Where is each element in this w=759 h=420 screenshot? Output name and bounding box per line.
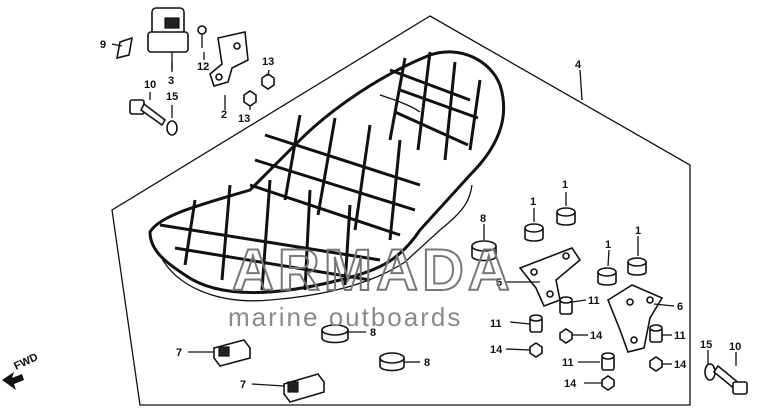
block-7-b (283, 373, 325, 403)
callout-15-lower: 15 (700, 339, 712, 351)
callout-13-upper: 13 (262, 56, 274, 68)
nut-14-d (601, 375, 615, 391)
cushion-8-c (379, 352, 405, 372)
callout-9: 9 (100, 39, 106, 51)
collar-11-c (649, 324, 663, 343)
cap-1-c (597, 267, 617, 286)
cap-1-d (627, 257, 647, 276)
callout-7-a: 7 (176, 347, 182, 359)
collar-11-b (529, 314, 543, 333)
fwd-label: FWD (12, 351, 40, 372)
callout-11-d: 11 (562, 357, 574, 369)
seat-assembly (148, 50, 506, 302)
washer-15-upper-part (166, 120, 178, 136)
collar-11-a (559, 296, 573, 315)
callout-10-upper: 10 (144, 79, 156, 91)
callout-14-c: 14 (674, 359, 687, 371)
cap-1-a (556, 207, 576, 226)
callout-8-b: 8 (370, 327, 376, 339)
fwd-arrow-icon (2, 372, 24, 390)
watermark-tagline: marine outboards (228, 302, 462, 332)
callout-12: 12 (197, 61, 209, 73)
bolt-10-lower-part (712, 364, 748, 395)
collar-11-d (601, 352, 615, 371)
callout-14-b: 14 (490, 344, 503, 356)
callout-6: 6 (677, 301, 683, 313)
callout-7-b: 7 (240, 379, 246, 391)
callout-13-lower: 13 (238, 113, 250, 125)
bracket-2-part (209, 31, 249, 110)
bracket-6-part (607, 284, 664, 353)
nut-14-a (559, 328, 573, 344)
bolt-10-upper-part (129, 99, 167, 127)
callout-14-a: 14 (590, 330, 603, 342)
callout-4: 4 (575, 59, 582, 71)
watermark-brand: ARMADA (232, 238, 514, 303)
callout-11-c: 11 (674, 330, 686, 342)
callout-5: 5 (496, 277, 502, 289)
nut-14-c (649, 356, 663, 372)
nut-13-upper (261, 73, 275, 90)
cap-1-b (524, 223, 544, 242)
nut-14-b (529, 342, 543, 358)
seat-frame-box (111, 15, 691, 406)
callout-10-lower: 10 (729, 341, 741, 353)
callout-1-c: 1 (605, 239, 611, 251)
block-7-a (213, 339, 251, 367)
screw-12-part (197, 25, 207, 48)
callout-1-b: 1 (530, 196, 536, 208)
callout-11-b: 11 (490, 318, 502, 330)
callout-labels: 9 3 12 2 13 13 10 15 4 1 1 1 1 8 8 8 5 6… (100, 39, 741, 391)
callout-8-a: 8 (480, 213, 486, 225)
cushion-8-a (471, 240, 497, 262)
callout-1-a: 1 (562, 179, 568, 191)
callout-3: 3 (168, 75, 174, 87)
callout-8-c: 8 (424, 357, 430, 369)
nut-13-lower (243, 90, 257, 107)
callout-1-d: 1 (635, 225, 641, 237)
cushion-8-b (321, 324, 349, 344)
callout-15-upper: 15 (166, 91, 178, 103)
leader-lines (111, 43, 737, 387)
callout-14-d: 14 (564, 378, 577, 390)
seat-latch-part (147, 7, 189, 70)
callout-2: 2 (221, 109, 227, 121)
bracket-5-part (518, 247, 582, 308)
callout-11-a: 11 (588, 295, 600, 307)
pin-part (115, 36, 134, 60)
